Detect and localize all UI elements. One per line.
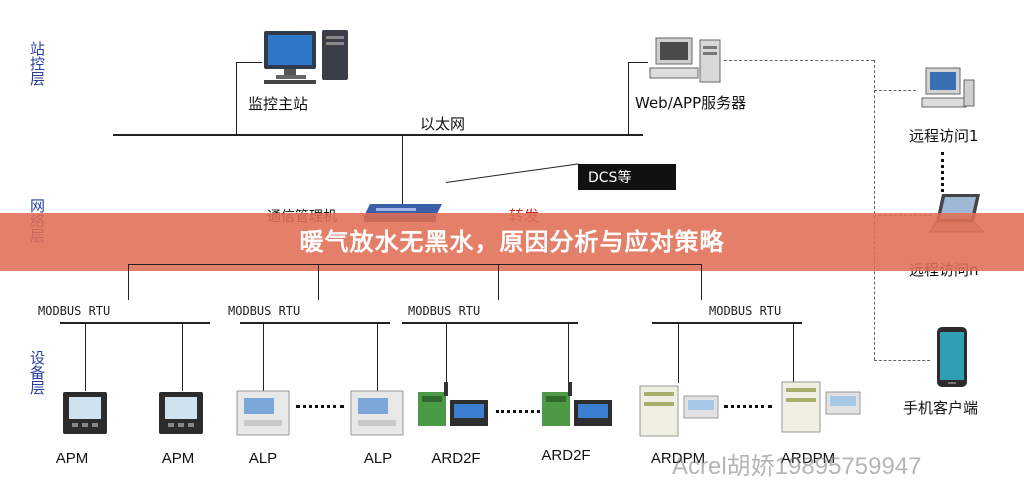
web-server-label: Web/APP服务器 [635,94,747,112]
alp-label: ALP [363,450,393,467]
bus3-drop [498,264,499,300]
bus-line-3 [402,322,578,324]
ardpm-module-icon [780,380,864,434]
alp-protector-icon [236,390,290,436]
drop-apm-2 [182,323,183,391]
ard2f-module-icon [416,378,492,434]
station-layer-label: 站控层 [28,41,46,86]
ard2f-label: ARD2F [541,447,591,464]
remote-access-1-label: 远程访问1 [909,127,979,145]
drop-alp-1 [263,323,264,391]
drop-ardpm-1 [678,323,679,383]
web-server-computer-icon [648,36,724,84]
apm-meter-icon [158,391,204,435]
remote-ellipsis [941,152,947,192]
dcs-box [578,164,676,190]
remote1-link [874,90,916,91]
drop-apm-1 [85,323,86,391]
modbus-label-1: MODBUS RTU [38,304,111,318]
alp-protector-icon [350,390,404,436]
mobile-phone-icon [936,326,968,388]
dcs-label: DCS等 [588,170,632,186]
apm-label: APM [161,450,195,467]
bus-line-4 [652,322,802,324]
ardpm-ellipsis [724,405,772,408]
remote-link-v [874,60,875,360]
modbus-label-2: MODBUS RTU [228,304,301,318]
ard2f-ellipsis [496,410,540,413]
apm-meter-icon [62,391,108,435]
ethernet-bus-line [113,134,643,136]
ardpm-label: ARDPM [650,450,706,467]
monitor-host-computer-icon [262,28,354,86]
monitor-host-link-h [236,62,262,63]
mobile-client-label: 手机客户端 [903,399,979,417]
bus-line-1 [60,322,210,324]
banner-title: 暖气放水无黑水，原因分析与应对策略 [299,228,725,256]
drop-ardpm-2 [793,323,794,383]
ardpm-label: ARDPM [780,450,836,467]
ard2f-label: ARD2F [431,450,481,467]
ethernet-drop-line [402,135,403,207]
remote-link-h [724,60,874,61]
ethernet-label: 以太网 [420,115,466,133]
watermark: Acrel胡娇19895759947 [672,453,922,480]
title-banner [0,213,1024,271]
bus1-drop [128,264,129,300]
ard2f-module-icon [540,378,616,434]
apm-label: APM [55,450,89,467]
monitor-host-label: 监控主站 [248,95,309,113]
alp-label: ALP [248,450,278,467]
alp-ellipsis [296,405,344,408]
bus-line-2 [240,322,390,324]
network-distribution-line [128,264,702,265]
web-server-link-h [628,62,648,63]
dcs-link [445,163,579,183]
drop-ard2f-2 [568,323,569,383]
bus4-drop [701,264,702,300]
drop-alp-2 [377,323,378,391]
ardpm-module-icon [638,384,722,438]
remote1-computer-icon [920,66,976,110]
mobile-link [874,360,930,361]
drop-ard2f-1 [446,323,447,383]
modbus-label-3: MODBUS RTU [408,304,481,318]
bus2-drop [318,264,319,300]
device-layer-label: 设备层 [28,350,46,395]
web-server-link [628,62,629,134]
monitor-host-link [236,62,237,134]
modbus-label-4: MODBUS RTU [709,304,782,318]
